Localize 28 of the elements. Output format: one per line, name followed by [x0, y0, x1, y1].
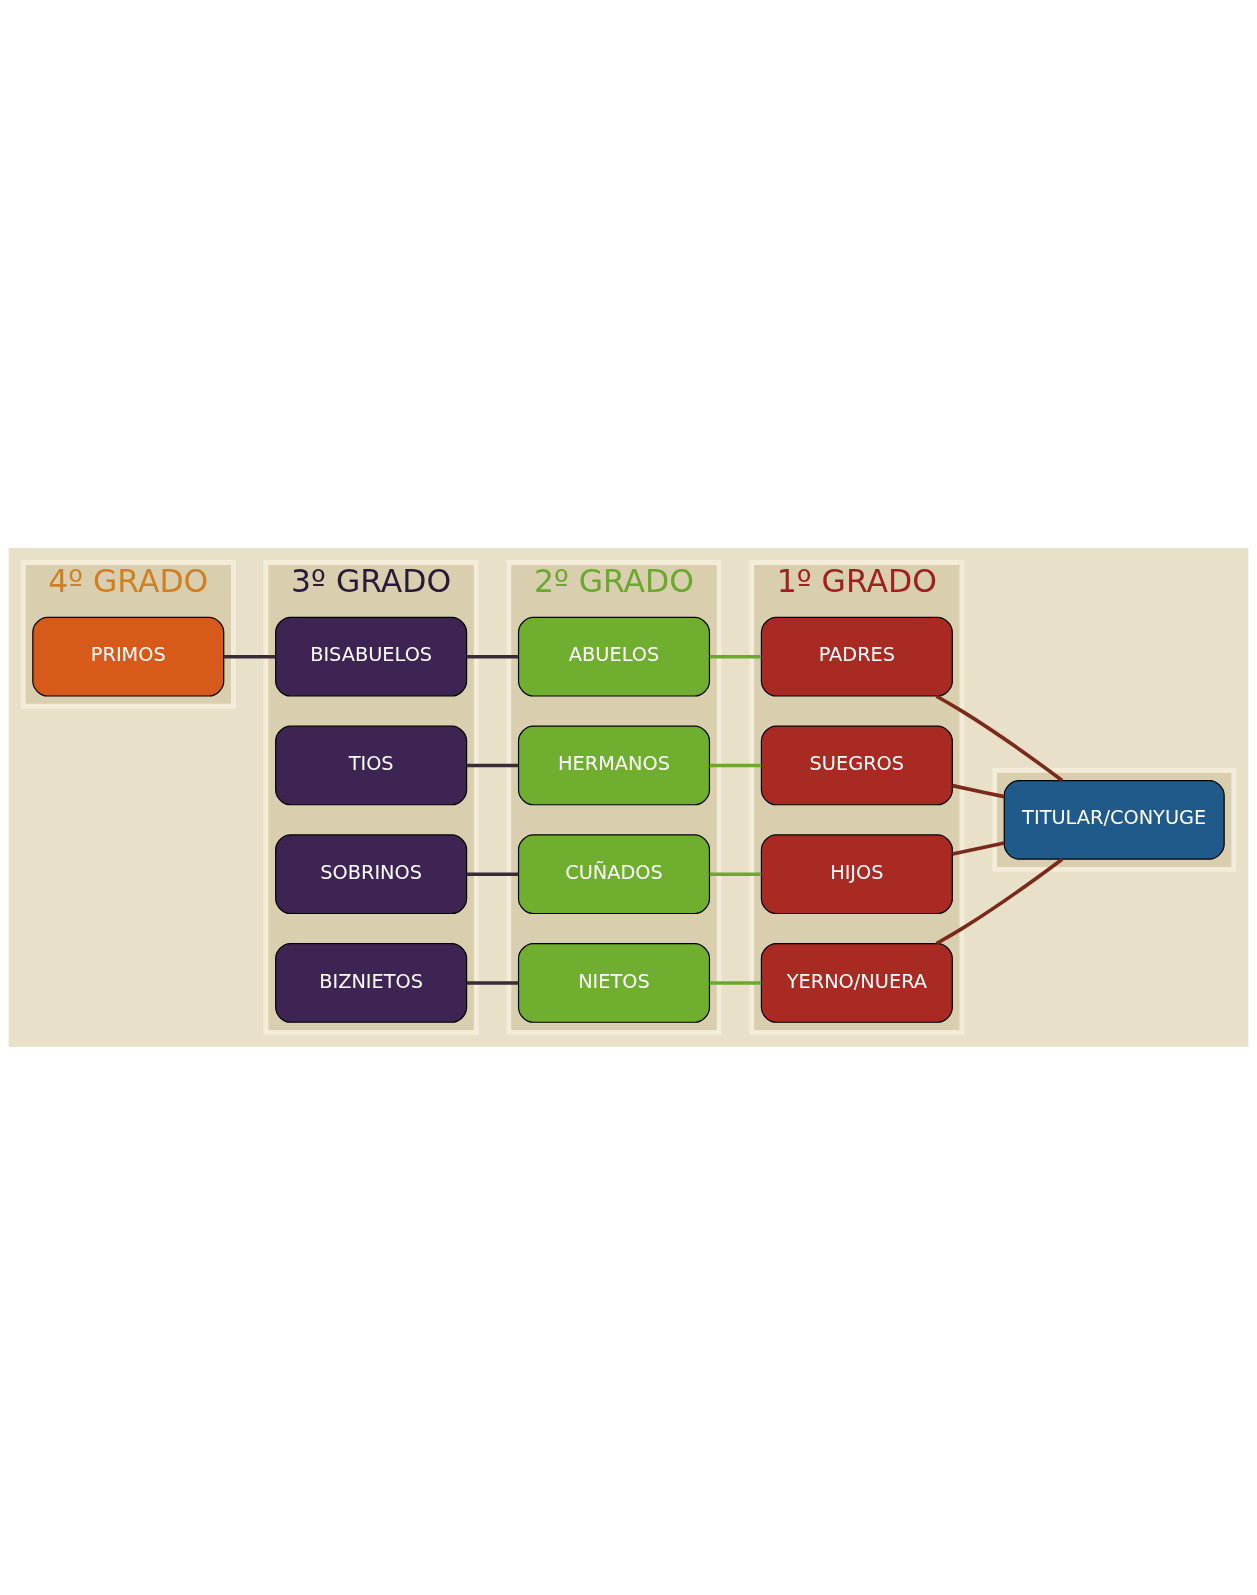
- node-box: NIETOS: [517, 943, 711, 1023]
- node-box: CUÑADOS: [517, 834, 711, 915]
- connector: [952, 783, 1005, 799]
- connector: [935, 694, 1064, 782]
- connector: [709, 654, 762, 659]
- node-box: ABUELOS: [517, 616, 711, 697]
- connector: [466, 654, 519, 659]
- node-box: HIJOS: [760, 834, 953, 915]
- connector: [709, 763, 762, 768]
- connector: [935, 857, 1064, 946]
- connector: [709, 872, 762, 877]
- connector: [466, 872, 519, 877]
- node-box: PRIMOS: [32, 616, 225, 697]
- connector: [709, 981, 762, 985]
- connector: [466, 981, 519, 985]
- node-box: TIOS: [275, 725, 468, 806]
- node-box: PADRES: [760, 616, 953, 697]
- node-box: BIZNIETOS: [275, 943, 468, 1023]
- node-box: SOBRINOS: [275, 834, 468, 915]
- node-box: YERNO/NUERA: [760, 943, 953, 1023]
- connector: [952, 841, 1005, 856]
- node-box: HERMANOS: [517, 725, 711, 806]
- connector: [223, 654, 276, 659]
- node-box: SUEGROS: [760, 725, 953, 806]
- cluster: [992, 767, 1237, 872]
- connector: [466, 763, 519, 768]
- node-box: BISABUELOS: [275, 616, 468, 697]
- node-box: TITULAR/CONYUGE: [1003, 779, 1225, 860]
